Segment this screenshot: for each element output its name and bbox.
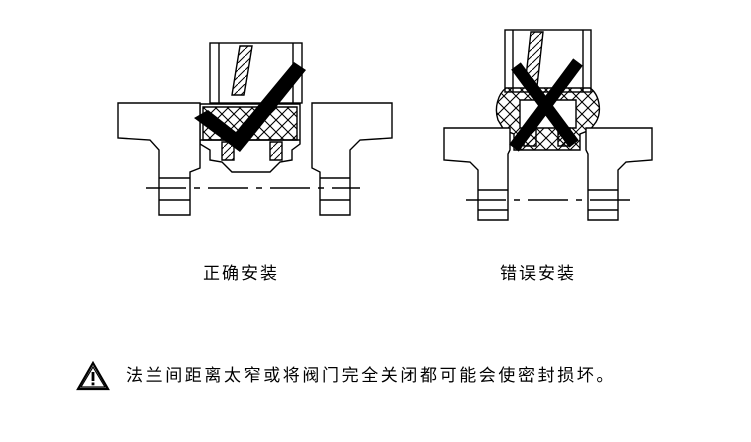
warning-triangle-icon — [76, 361, 110, 391]
right-flange-wrong — [585, 127, 653, 221]
installation-diagram — [117, 29, 653, 221]
wrong-installation-caption: 错误安装 — [500, 264, 576, 284]
right-flange — [311, 102, 393, 216]
correct-installation-caption: 正确安装 — [203, 264, 279, 284]
correct-installation-drawing — [117, 42, 393, 216]
warning-text: 法兰间距离太窄或将阀门完全关闭都可能会使密封损坏。 — [126, 366, 616, 386]
valve-shaft-wrong — [504, 29, 592, 93]
left-flange-wrong — [443, 127, 511, 221]
cross-mark — [509, 58, 583, 152]
check-mark — [194, 62, 306, 152]
left-flange — [117, 102, 201, 216]
wrong-installation-drawing — [443, 29, 653, 221]
